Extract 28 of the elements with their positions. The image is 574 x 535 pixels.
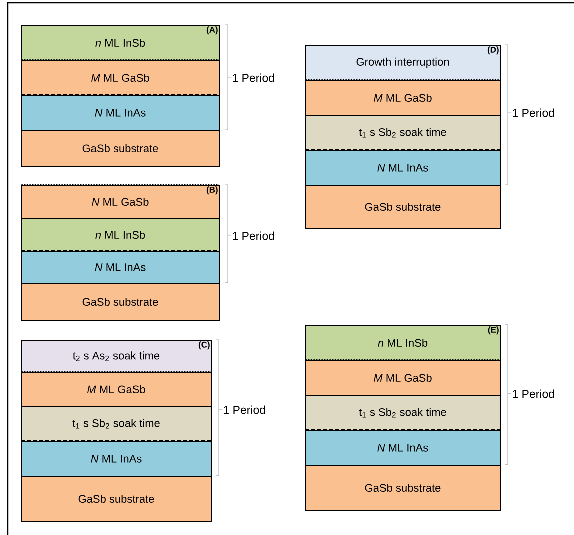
layer-band: GaSb substrate <box>305 464 501 511</box>
layer-band: N ML InAs <box>21 251 220 284</box>
panel-letter: (D) <box>488 46 499 55</box>
layer-band: GaSb substrate <box>21 283 220 321</box>
layer-band: t$_{1}$ s Sb$_{2}$ soak time <box>305 115 501 151</box>
panel-letter: (E) <box>488 326 499 335</box>
layer-band: M ML GaSb <box>21 60 220 96</box>
panel-letter: (B) <box>206 186 218 195</box>
layer-band: M ML GaSb <box>21 372 212 407</box>
layer-band: GaSb substrate <box>21 476 212 522</box>
layer-band: M ML GaSb <box>305 80 501 116</box>
layer-band: N ML InAs <box>21 95 220 131</box>
layer-band: n ML InSb <box>21 218 220 252</box>
layer-band: GaSb substrate <box>305 185 501 229</box>
period-label: 1 Period <box>233 232 274 240</box>
panel-letter: (C) <box>198 342 210 350</box>
layer-band: t$_{1}$ s Sb$_{2}$ soak time <box>21 406 212 442</box>
period-label: 1 Period <box>513 108 554 118</box>
panel-letter: (A) <box>206 26 218 35</box>
layer-band: N ML InAs <box>21 440 212 477</box>
layer-band: t$_{1}$ s Sb$_{2}$ soak time <box>305 394 501 431</box>
layer-band: N ML InAs <box>305 430 501 466</box>
layer-band: M ML GaSb <box>305 360 501 396</box>
period-label: 1 Period <box>513 390 554 398</box>
layer-band: GaSb substrate <box>21 130 220 167</box>
layer-band: N ML InAs <box>305 150 501 186</box>
period-label: 1 Period <box>224 406 266 414</box>
period-label: 1 Period <box>233 74 274 82</box>
